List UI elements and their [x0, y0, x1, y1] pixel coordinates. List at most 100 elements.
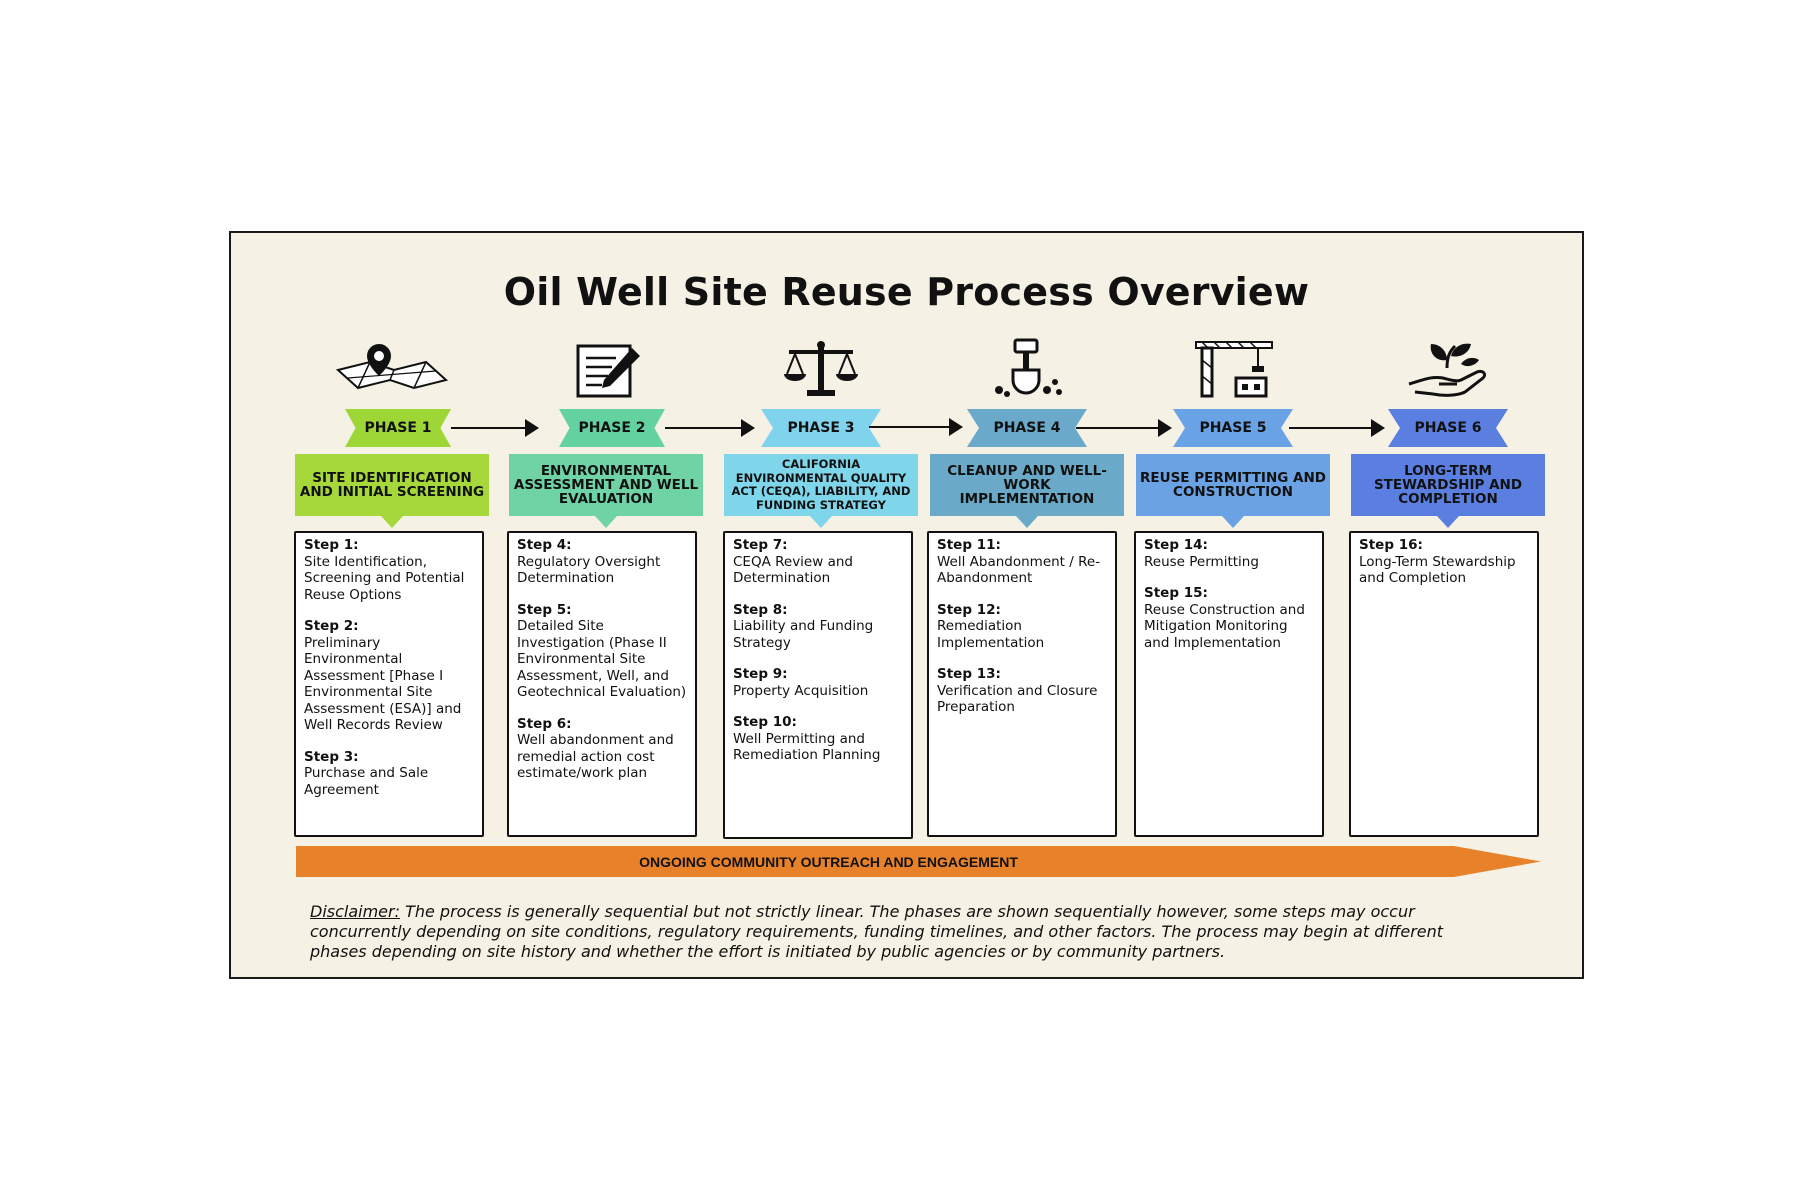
hand-plant-icon [1351, 338, 1545, 400]
step-4-text: Regulatory Oversight Determination [517, 553, 661, 587]
step-1-label: Step 1: [304, 537, 359, 553]
phase-3-steps: Step 7:CEQA Review and Determination Ste… [723, 531, 913, 839]
step-6-label: Step 6: [517, 715, 572, 732]
phase-1-tab: PHASE 1 [345, 409, 451, 447]
step-9-label: Step 9: [733, 666, 788, 682]
step-2: Step 2:Preliminary Environmental Assessm… [304, 618, 474, 734]
step-2-label: Step 2: [304, 618, 359, 634]
step-10: Step 10:Well Permitting and Remediation … [733, 714, 903, 764]
phase-1-steps: Step 1:Site Identification, Screening an… [294, 531, 484, 837]
phase-5-column: PHASE 5 REUSE PERMITTING AND CONSTRUCTIO… [1134, 338, 1330, 837]
step-6-text: Well abandonment and remedial action cos… [517, 732, 674, 781]
step-3: Step 3:Purchase and Sale Agreement [304, 749, 474, 799]
phase-2-tab: PHASE 2 [559, 409, 665, 447]
phase-3-pointer [810, 516, 832, 528]
diagram-title: Oil Well Site Reuse Process Overview [503, 270, 1310, 314]
step-4-label: Step 4: [517, 537, 572, 553]
step-13-text: Verification and Closure Preparation [937, 682, 1098, 716]
step-15: Step 15:Reuse Construction and Mitigatio… [1144, 585, 1314, 651]
phase-1-column: PHASE 1 SITE IDENTIFICATION AND INITIAL … [294, 338, 489, 837]
phase-3-column: PHASE 3 CALIFORNIA ENVIRONMENTAL QUALITY… [723, 338, 918, 839]
phase-3-label: PHASE 3 [787, 420, 855, 436]
process-overview-panel: Oil Well Site Reuse Process Overview PHA… [229, 231, 1584, 979]
phase-4-steps: Step 11:Well Abandonment / Re-Abandonmen… [927, 531, 1117, 837]
arrow-phase-4-to-5 [1076, 419, 1172, 437]
phase-2-label: PHASE 2 [578, 420, 646, 436]
step-14-label: Step 14: [1144, 537, 1208, 553]
step-3-label: Step 3: [304, 748, 359, 765]
arrow-phase-2-to-3 [665, 419, 755, 437]
step-12-text: Remediation Implementation [937, 618, 1045, 651]
community-outreach-label: ONGOING COMMUNITY OUTREACH AND ENGAGEMEN… [639, 853, 1018, 870]
disclaimer-text: The process is generally sequential but … [310, 902, 1444, 961]
step-6: Step 6:Well abandonment and remedial act… [517, 716, 687, 782]
step-1: Step 1:Site Identification, Screening an… [304, 537, 474, 603]
phase-4-heading: CLEANUP AND WELL-WORK IMPLEMENTATION [930, 454, 1124, 516]
step-15-label: Step 15: [1144, 585, 1208, 601]
phase-2-column: PHASE 2 ENVIRONMENTAL ASSESSMENT AND WEL… [507, 338, 703, 837]
phase-4-label: PHASE 4 [993, 420, 1061, 436]
step-2-text: Preliminary Environmental Assessment [Ph… [304, 634, 462, 734]
phase-4-pointer [1016, 516, 1038, 528]
phase-6-column: PHASE 6 LONG-TERM STEWARDSHIP AND COMPLE… [1349, 338, 1545, 837]
phase-6-steps: Step 16:Long-Term Stewardship and Comple… [1349, 531, 1539, 837]
step-12-label: Step 12: [937, 601, 1001, 618]
crane-icon [1136, 338, 1330, 400]
phase-2-steps: Step 4:Regulatory Oversight Determinatio… [507, 531, 697, 837]
step-15-text: Reuse Construction and Mitigation Monito… [1144, 601, 1305, 651]
phase-1-label: PHASE 1 [364, 420, 432, 436]
step-4: Step 4:Regulatory Oversight Determinatio… [517, 537, 687, 587]
step-14-text: Reuse Permitting [1144, 553, 1259, 570]
phase-6-tab: PHASE 6 [1388, 409, 1508, 447]
step-12: Step 12:Remediation Implementation [937, 602, 1107, 652]
step-8-label: Step 8: [733, 601, 788, 618]
phase-2-pointer [595, 516, 617, 528]
phase-5-steps: Step 14:Reuse Permitting Step 15:Reuse C… [1134, 531, 1324, 837]
document-pen-icon [509, 338, 703, 400]
shovel-icon [930, 338, 1124, 400]
step-13-label: Step 13: [937, 666, 1001, 682]
step-7-label: Step 7: [733, 537, 788, 553]
step-7-text: CEQA Review and Determination [733, 553, 853, 587]
scales-icon [724, 338, 918, 400]
step-13: Step 13:Verification and Closure Prepara… [937, 666, 1107, 716]
step-16-label: Step 16: [1359, 537, 1423, 553]
step-14: Step 14:Reuse Permitting [1144, 537, 1314, 570]
arrow-phase-1-to-2 [451, 419, 539, 437]
arrow-phase-3-to-4 [869, 418, 963, 436]
step-11-label: Step 11: [937, 537, 1001, 553]
step-10-text: Well Permitting and Remediation Planning [733, 730, 881, 764]
step-9: Step 9:Property Acquisition [733, 666, 903, 699]
step-5-text: Detailed Site Investigation (Phase II En… [517, 618, 687, 700]
step-11: Step 11:Well Abandonment / Re-Abandonmen… [937, 537, 1107, 587]
phase-5-label: PHASE 5 [1199, 420, 1267, 436]
step-5-label: Step 5: [517, 601, 572, 618]
phase-5-pointer [1222, 516, 1244, 528]
disclaimer-label: Disclaimer: [310, 902, 400, 921]
step-16: Step 16:Long-Term Stewardship and Comple… [1359, 537, 1529, 587]
phase-1-heading: SITE IDENTIFICATION AND INITIAL SCREENIN… [295, 454, 489, 516]
phase-3-tab: PHASE 3 [761, 409, 881, 447]
step-11-text: Well Abandonment / Re-Abandonment [937, 553, 1101, 587]
phase-6-label: PHASE 6 [1414, 420, 1482, 436]
step-7: Step 7:CEQA Review and Determination [733, 537, 903, 587]
step-8-text: Liability and Funding Strategy [733, 618, 874, 651]
phase-4-column: PHASE 4 CLEANUP AND WELL-WORK IMPLEMENTA… [927, 338, 1124, 837]
step-8: Step 8:Liability and Funding Strategy [733, 602, 903, 652]
phase-3-heading: CALIFORNIA ENVIRONMENTAL QUALITY ACT (CE… [724, 454, 918, 516]
community-outreach-arrow: ONGOING COMMUNITY OUTREACH AND ENGAGEMEN… [296, 846, 1541, 877]
step-1-text: Site Identification, Screening and Poten… [304, 553, 465, 603]
step-5: Step 5:Detailed Site Investigation (Phas… [517, 602, 687, 701]
disclaimer: Disclaimer: The process is generally seq… [310, 902, 1490, 962]
phase-6-pointer [1437, 516, 1459, 528]
step-9-text: Property Acquisition [733, 682, 869, 699]
phase-5-tab: PHASE 5 [1173, 409, 1293, 447]
phase-4-tab: PHASE 4 [967, 409, 1087, 447]
phase-2-heading: ENVIRONMENTAL ASSESSMENT AND WELL EVALUA… [509, 454, 703, 516]
map-pin-icon [295, 338, 489, 400]
phase-6-heading: LONG-TERM STEWARDSHIP AND COMPLETION [1351, 454, 1545, 516]
phase-1-pointer [381, 516, 403, 528]
step-10-label: Step 10: [733, 714, 797, 730]
phase-5-heading: REUSE PERMITTING AND CONSTRUCTION [1136, 454, 1330, 516]
step-3-text: Purchase and Sale Agreement [304, 765, 429, 798]
